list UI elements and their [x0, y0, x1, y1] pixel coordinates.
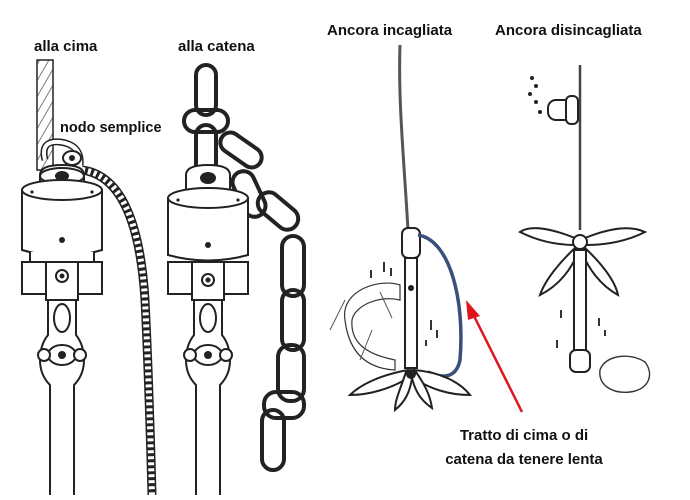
anchor-shank [405, 258, 417, 368]
panel-anchor-freed [520, 65, 650, 392]
panel-chain-attachment [168, 65, 304, 495]
swivel-body-chain [168, 188, 248, 300]
label-anchor-freed: Ancora disincagliata [495, 22, 642, 39]
rock [345, 283, 400, 370]
chain-link [196, 65, 216, 115]
label-chain: alla catena [178, 38, 255, 55]
label-slack-line-1: Tratto di cima o di [418, 424, 630, 448]
small-rock [600, 356, 650, 392]
panel-anchor-stuck [330, 45, 470, 410]
swivel-body [22, 180, 102, 300]
label-simple-knot: nodo semplice [60, 120, 162, 136]
arrow-pointer [466, 300, 522, 412]
label-rope: alla cima [34, 38, 97, 55]
label-slack-line-2: catena da tenere lenta [418, 448, 630, 472]
anchor-rode [400, 45, 408, 230]
label-slack-line: Tratto di cima o di catena da tenere len… [418, 424, 630, 472]
label-anchor-stuck: Ancora incagliata [327, 22, 452, 39]
slack-line [418, 235, 461, 376]
